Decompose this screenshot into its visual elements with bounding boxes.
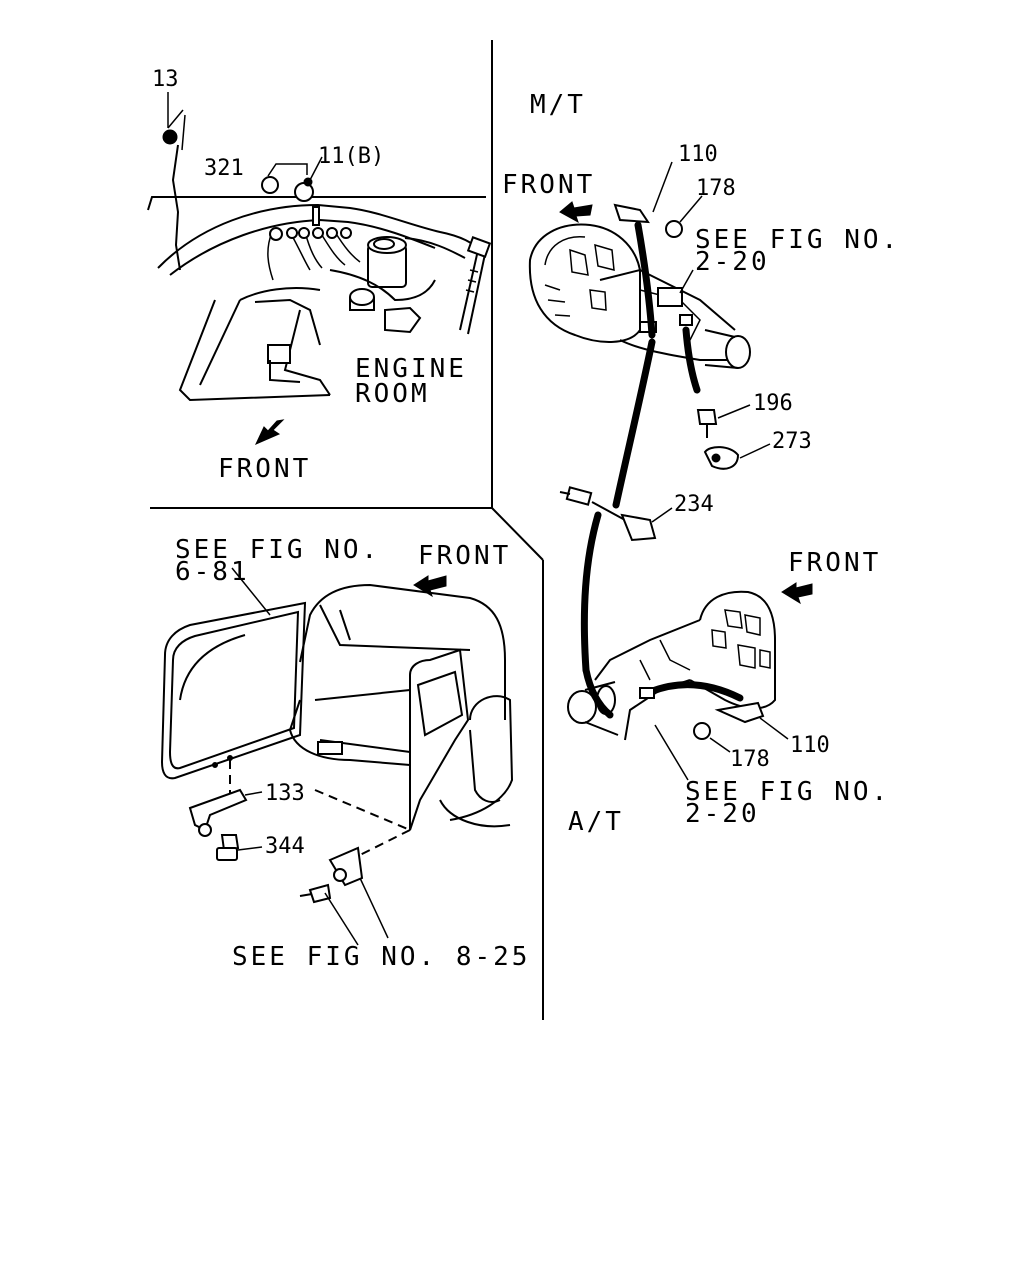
see-fig-6-81-line1: SEE FIG NO.: [175, 535, 380, 565]
callout-133: 133: [265, 781, 305, 806]
manual-transmission-view: [528, 161, 771, 674]
front-label-cargo: FRONT: [418, 541, 511, 571]
callout-110-at: 110: [790, 733, 830, 758]
callout-344: 344: [265, 834, 305, 859]
callout-13: 13: [152, 67, 179, 92]
callout-321: 321: [204, 156, 244, 181]
callout-11b: 11(B): [318, 144, 384, 169]
callout-178-mt: 178: [696, 176, 736, 201]
panel-dividers: [150, 40, 544, 1020]
engine-room-label-line1: ENGINE: [355, 354, 467, 384]
engine-room-view: [147, 92, 492, 445]
front-label-engine-room: FRONT: [218, 454, 311, 484]
at-label: A/T: [568, 807, 624, 837]
engine-room-label-line2: ROOM: [355, 379, 430, 409]
see-fig-mt-line1: SEE FIG NO.: [695, 225, 900, 255]
cargo-area-view: [160, 567, 514, 946]
front-arrow-icon: [781, 582, 813, 605]
front-arrow-icon: [559, 201, 593, 224]
front-label-mt: FRONT: [502, 170, 595, 200]
callout-273: 273: [772, 429, 812, 454]
callout-178-at: 178: [730, 747, 770, 772]
callout-234: 234: [674, 492, 714, 517]
mt-label: M/T: [530, 90, 586, 120]
see-fig-mt-line2: 2-20: [695, 247, 770, 277]
see-fig-8-25: SEE FIG NO. 8-25: [232, 942, 530, 972]
front-arrow-icon: [254, 419, 285, 445]
see-fig-at-line1: SEE FIG NO.: [685, 777, 890, 807]
see-fig-at-line2: 2-20: [685, 799, 760, 829]
front-arrow-icon: [413, 575, 447, 598]
see-fig-6-81-line2: 6-81: [175, 557, 250, 587]
automatic-transmission-view: [567, 582, 813, 781]
callout-110-mt: 110: [678, 142, 718, 167]
callout-196: 196: [753, 391, 793, 416]
front-label-at: FRONT: [788, 548, 881, 578]
